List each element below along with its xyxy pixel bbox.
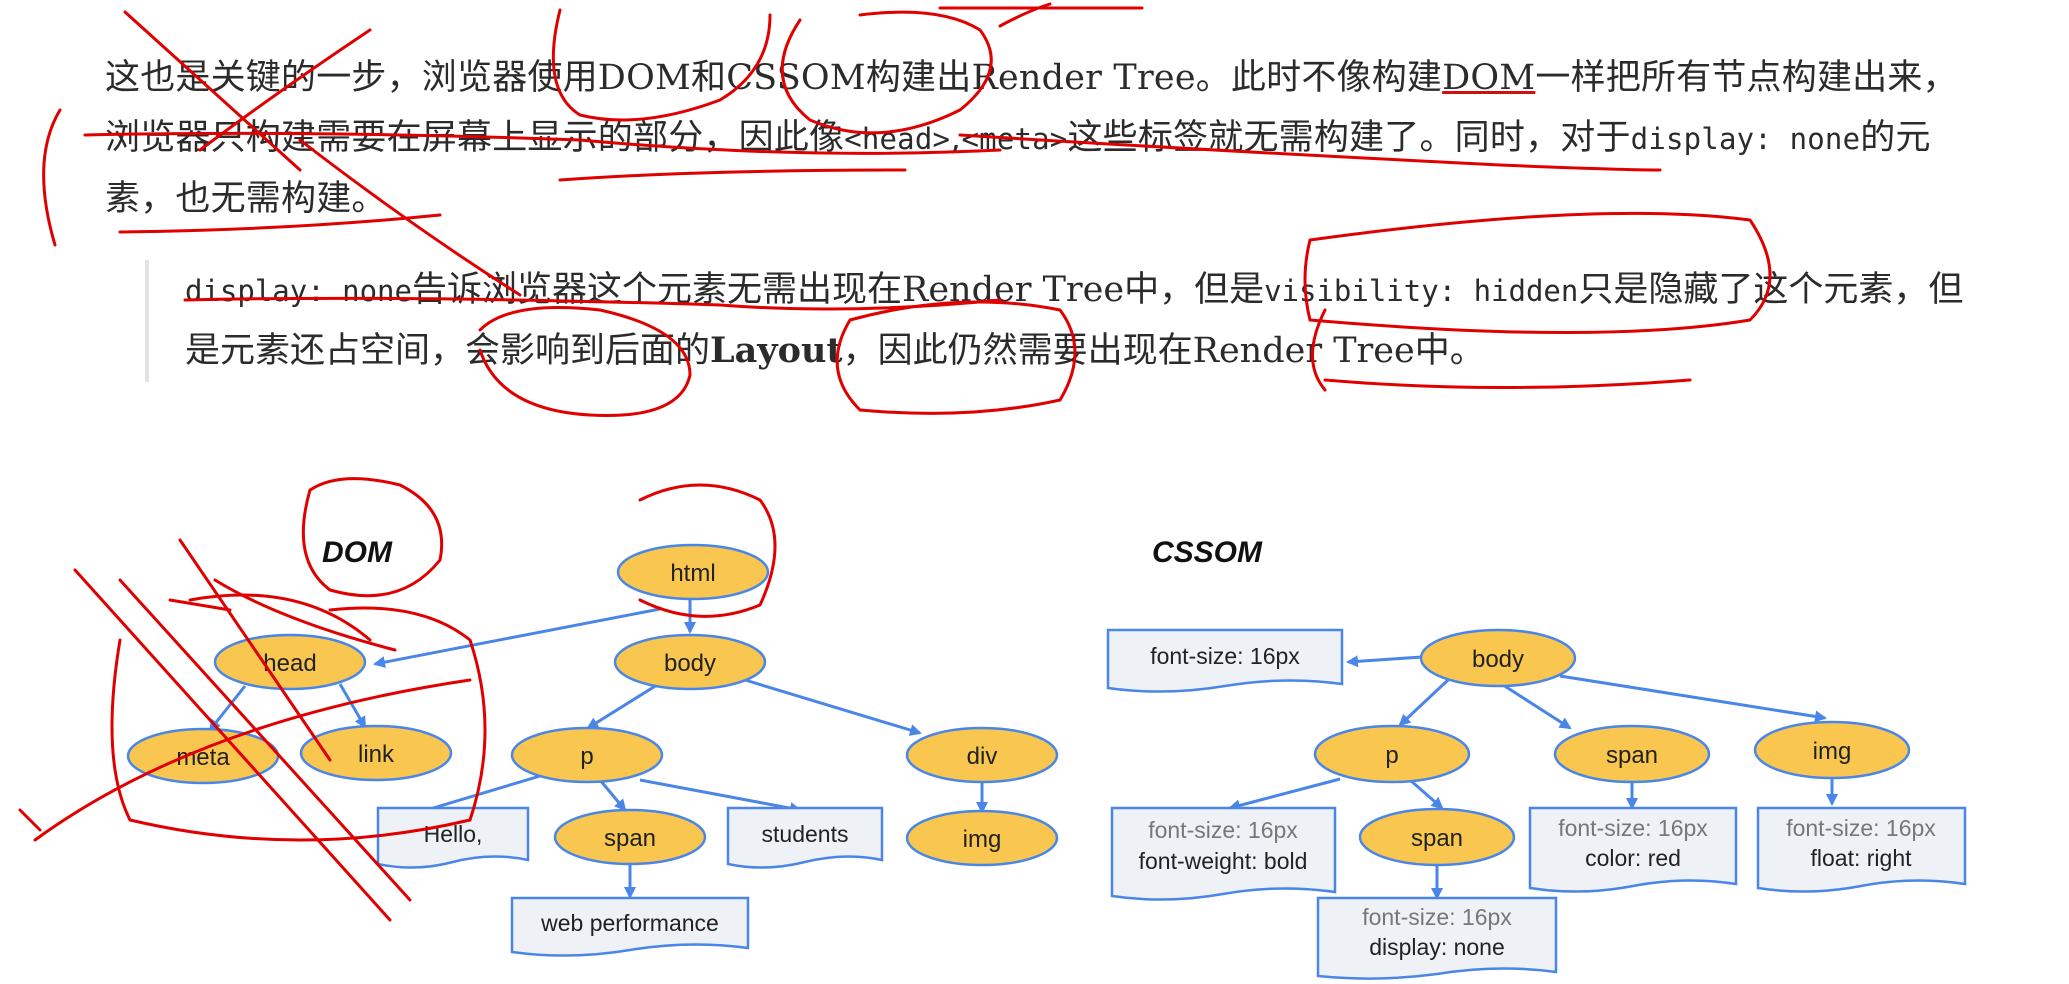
code-display-none: display: none [1630,122,1861,156]
para-text-2: 一样把所有节点构建出来，浏览器只构建需要在屏幕上显示的部分，因此像 [105,58,1958,158]
svg-text:link: link [358,741,395,768]
dom-title: DOM [322,536,392,569]
dom-node-img: img [905,809,1059,867]
svg-text:p: p [1385,742,1398,769]
svg-text:color: red: color: red [1585,845,1681,871]
quote-bold-layout: Layout [710,330,843,371]
cssom-title: CSSOM [1152,536,1263,569]
cssom-doc-body: font-size: 16px [1106,628,1344,693]
para-text-3: 这些标签就无需构建了。同时，对于 [1067,118,1631,158]
svg-text:span: span [1606,742,1658,769]
cssom-node-span: span [1553,724,1711,784]
dom-nodes: html body head meta link p div span [126,543,1059,867]
para-dom-word: DOM [1442,58,1536,98]
svg-text:head: head [263,650,316,677]
cssom-docs: font-size: 16px font-size: 16px font-wei… [1106,628,1967,980]
main-paragraph: 这也是关键的一步，浏览器使用DOM和CSSOM构建出Render Tree。此时… [105,48,1985,229]
svg-text:Hello,: Hello, [424,821,483,847]
cssom-node-span-child: span [1358,807,1516,867]
svg-text:div: div [967,743,998,770]
para-text-1: 这也是关键的一步，浏览器使用DOM和CSSOM构建出Render Tree。此时… [105,58,1443,98]
dom-node-meta: meta [126,727,280,785]
cssom-doc-span-child: font-size: 16px display: none [1316,896,1558,980]
quote-text-1: 告诉浏览器这个元素无需出现在Render Tree中，但是 [411,270,1265,310]
svg-text:font-size: 16px: font-size: 16px [1150,643,1300,669]
svg-text:font-weight: bold: font-weight: bold [1139,848,1308,874]
quote-code-display-none: display: none [185,274,412,308]
svg-text:span: span [604,825,656,852]
cssom-node-p: p [1313,724,1471,784]
svg-text:p: p [580,743,593,770]
dom-node-link: link [299,724,453,782]
cssom-node-img: img [1753,720,1911,780]
dom-node-head: head [213,633,367,691]
dom-doc-hello: Hello, [376,806,530,869]
svg-text:web performance: web performance [540,910,719,936]
comma: , [950,118,962,158]
svg-text:font-size: 16px: font-size: 16px [1786,815,1936,841]
blockquote-bar [145,260,149,382]
svg-text:font-size: 16px: font-size: 16px [1558,815,1708,841]
cssom-edges [1228,655,1838,900]
svg-text:img: img [1813,738,1852,765]
code-head: <head> [844,122,951,156]
dom-node-p: p [510,726,664,784]
quote-text-3: ，因此仍然需要出现在Render Tree中。 [842,331,1485,371]
dom-doc-web: web performance [510,896,750,957]
dom-node-div: div [905,726,1059,784]
svg-text:img: img [963,826,1002,853]
cssom-nodes: body p span img span [1313,628,1911,867]
dom-node-html: html [616,543,770,601]
cssom-doc-span: font-size: 16px color: red [1528,806,1738,893]
svg-text:body: body [664,650,716,677]
cssom-node-body: body [1419,628,1577,688]
svg-text:font-size: 16px: font-size: 16px [1362,904,1512,930]
dom-doc-students: students [726,806,884,869]
cssom-doc-img: font-size: 16px float: right [1756,806,1967,893]
svg-text:display: none: display: none [1369,934,1505,960]
para-text-4: 的元素，也无需构建。 [105,118,1931,219]
svg-text:students: students [762,821,849,847]
dom-docs: Hello, students web performance [376,806,884,957]
cssom-doc-p: font-size: 16px font-weight: bold [1110,806,1337,901]
svg-text:span: span [1411,825,1463,852]
svg-text:body: body [1472,646,1524,673]
svg-text:float: right: float: right [1811,845,1913,871]
red-annotations [18,2,1772,922]
dom-node-span: span [553,808,707,866]
svg-text:font-size: 16px: font-size: 16px [1148,817,1298,843]
dom-edges [208,600,988,899]
svg-text:html: html [670,560,715,587]
quote-code-visibility: visibility: hidden [1264,274,1579,308]
dom-node-body: body [613,633,767,691]
